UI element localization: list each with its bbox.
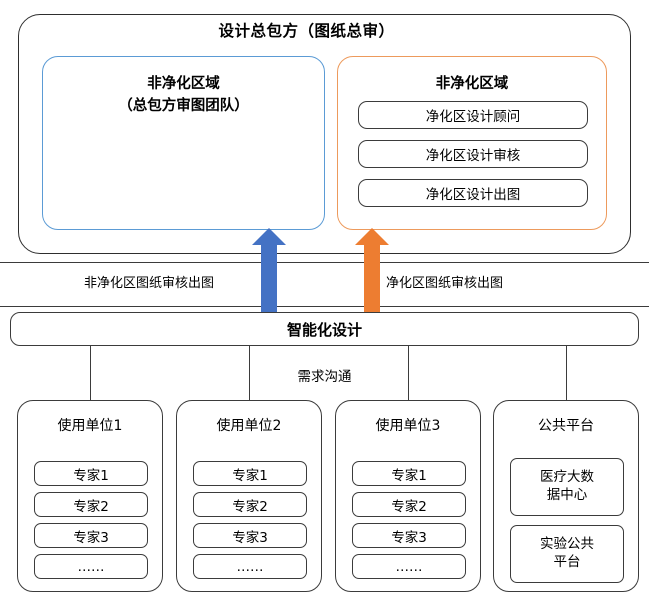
non-clean-area-title-line1: 非净化区域 [147,76,220,92]
connector-unit-2 [249,346,250,400]
non-clean-area-panel-title: 非净化区域 （总包方审图团队） [43,73,324,118]
unit-3-expert-3[interactable]: 专家3 [352,523,466,548]
clean-flow-arrow-icon [355,228,389,313]
unit-box-3[interactable]: 使用单位3 专家1 专家2 专家3 …… [335,400,481,592]
unit-3-expert-more[interactable]: …… [352,554,466,579]
arrow-shaft [261,245,277,313]
connector-unit-4 [566,346,567,400]
unit-2-expert-3[interactable]: 专家3 [193,523,307,548]
clean-flow-label: 净化区图纸审核出图 [386,276,504,291]
unit-1-expert-1[interactable]: 专家1 [34,461,148,486]
public-platform-item-medical-bigdata[interactable]: 医疗大数 据中心 [510,458,624,516]
connector-unit-3 [408,346,409,400]
unit-3-expert-1[interactable]: 专家1 [352,461,466,486]
unit-box-2[interactable]: 使用单位2 专家1 专家2 专家3 …… [176,400,322,592]
unit-1-expert-2[interactable]: 专家2 [34,492,148,517]
unit-2-expert-2[interactable]: 专家2 [193,492,307,517]
non-clean-area-title-line2: （总包方审图团队） [118,98,249,115]
unit-1-title: 使用单位1 [57,418,123,434]
need-communication-label: 需求沟通 [297,369,352,385]
unit-2-expert-1[interactable]: 专家1 [193,461,307,486]
clean-area-item-drawing[interactable]: 净化区设计出图 [358,179,588,207]
arrow-shaft [364,245,380,313]
unit-box-public-platform[interactable]: 公共平台 医疗大数 据中心 实验公共 平台 [493,400,639,592]
public-platform-item-lab-platform[interactable]: 实验公共 平台 [510,525,624,583]
page-title: 设计总包方（图纸总审） [218,22,395,40]
unit-2-expert-more[interactable]: …… [193,554,307,579]
arrow-head [355,228,389,245]
flow-band-top-rule [0,262,649,263]
unit-1-expert-more[interactable]: …… [34,554,148,579]
public-platform-title: 公共平台 [538,418,594,434]
clean-area-title-text: 非净化区域 [435,76,509,92]
flow-band-bottom-rule [0,306,649,307]
non-clean-flow-label: 非净化区图纸审核出图 [84,276,215,291]
non-clean-flow-arrow-icon [252,228,286,313]
unit-box-1[interactable]: 使用单位1 专家1 专家2 专家3 …… [17,400,163,592]
clean-area-panel-title: 非净化区域 [338,73,606,95]
clean-area-panel[interactable]: 非净化区域 净化区设计顾问 净化区设计审核 净化区设计出图 [337,56,607,230]
unit-2-title: 使用单位2 [216,418,282,434]
arrow-head [252,228,286,245]
clean-area-item-consultant[interactable]: 净化区设计顾问 [358,101,588,129]
smart-design-bar[interactable]: 智能化设计 [10,312,639,346]
unit-3-expert-2[interactable]: 专家2 [352,492,466,517]
unit-1-expert-3[interactable]: 专家3 [34,523,148,548]
connector-unit-1 [90,346,91,400]
non-clean-area-panel[interactable]: 非净化区域 （总包方审图团队） [42,56,325,230]
clean-area-item-review[interactable]: 净化区设计审核 [358,140,588,168]
unit-3-title: 使用单位3 [375,418,441,434]
smart-design-label: 智能化设计 [286,320,362,339]
